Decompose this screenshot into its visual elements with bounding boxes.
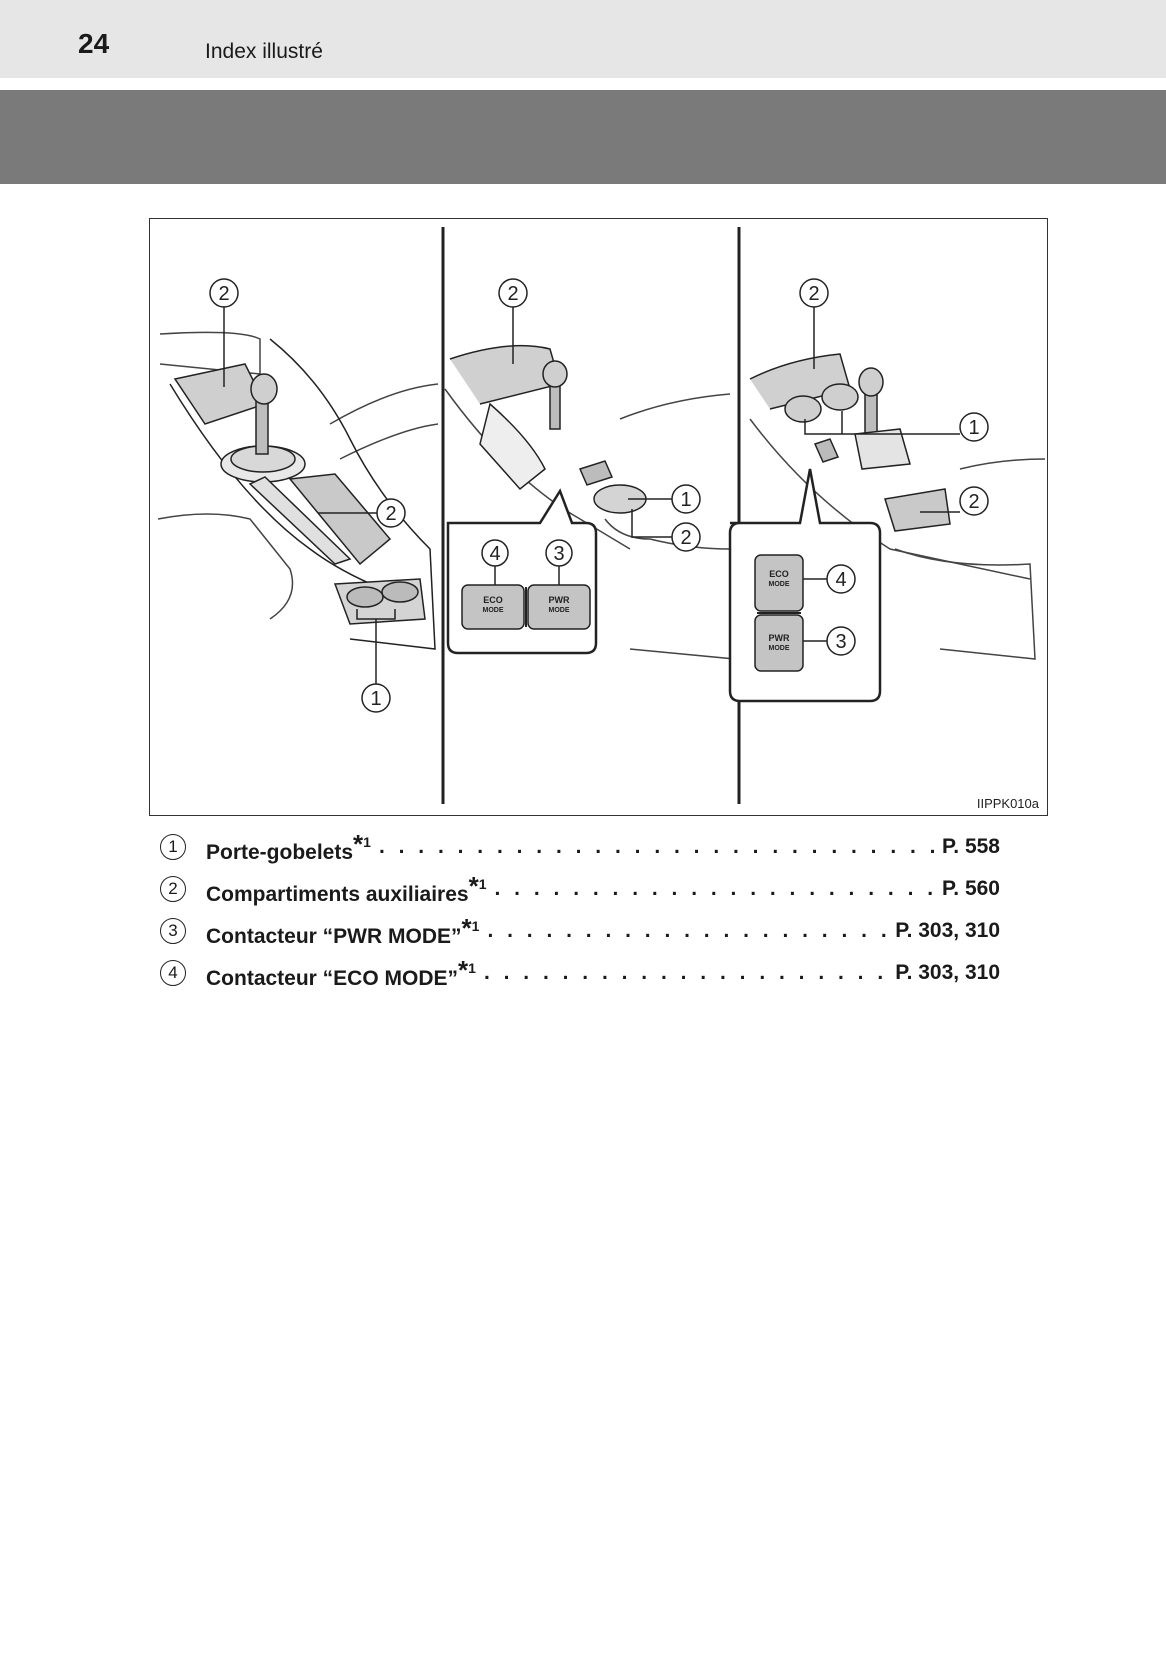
callout-circle [376,498,406,528]
callout-label: 2 [968,491,979,513]
callout-circle [545,539,573,567]
section-title: Index illustré [205,40,323,63]
legend-number: 2 [160,876,186,902]
footnote-star: * [353,829,364,859]
footnote-star: * [468,871,479,901]
leader-dots: . . . . . . . . . . . . . . . . . . . . … [378,835,934,858]
footnote-star: * [461,913,472,943]
callout-circle [498,278,528,308]
legend-label-text: Contacteur “PWR MODE” [206,925,462,948]
page-reference[interactable]: P. 303, 310 [895,961,1000,984]
footnote-number: 1 [471,918,480,934]
callout-label: 3 [835,631,846,653]
legend-label-text: Compartiments auxiliaires [206,883,469,906]
page-number: 24 [78,28,110,59]
console-drawing: 2 2 1 2 1 2 4 3 2 1 2 4 3 ECO MODE PWR M… [157,227,1046,804]
callout-circle [959,412,989,442]
leader-dots: . . . . . . . . . . . . . . . . . . . . … [494,877,934,900]
callout-circle [361,683,391,713]
callout-label: 1 [680,489,691,511]
legend-list: 1 Porte-gobelets*1 . . . . . . . . . . .… [160,826,1000,994]
callout-numbers: 2 2 1 2 1 2 4 3 2 1 2 4 3 [218,283,979,710]
panel-manual-switches [444,307,736,660]
callout-circle [959,486,989,516]
callout-circle [671,522,701,552]
pwr-switch-label: PWR [549,595,570,605]
callout-label: 2 [680,527,691,549]
callout-label: 2 [507,283,518,305]
callout-circle [826,564,856,594]
eco-switch-sublabel: MODE [483,607,504,614]
eco-switch-sublabel: MODE [769,581,790,588]
page-reference[interactable]: P. 560 [941,877,1000,900]
section-banner [0,90,1166,184]
header-band [0,0,1166,78]
console-illustration: 2 2 1 2 1 2 4 3 2 1 2 4 3 ECO MODE PWR M… [149,218,1048,816]
callout-label: 1 [370,688,381,710]
callout-label: 4 [489,543,500,565]
callout-label: 1 [968,417,979,439]
callout-circle [481,539,509,567]
callout-label: 4 [835,569,846,591]
legend-item-cup-holders: 1 Porte-gobelets*1 . . . . . . . . . . .… [160,826,1000,868]
callout-circle [671,484,701,514]
footnote-number: 1 [468,960,476,976]
callout-label: 2 [218,283,229,305]
figure-code: IIPPK010a [976,796,1039,811]
eco-switch-label: ECO [769,569,789,579]
legend-label: Contacteur “PWR MODE”*1 [206,913,479,949]
pwr-switch-label: PWR [769,633,790,643]
legend-item-eco-mode: 4 Contacteur “ECO MODE”*1 . . . . . . . … [160,952,1000,994]
switch-labels: ECO MODE PWR MODE ECO MODE PWR MODE [483,569,790,652]
legend-number: 4 [160,960,186,986]
panel-manual [157,307,439,684]
page-reference[interactable]: P. 558 [941,835,1000,858]
legend-number: 3 [160,918,186,944]
footnote-star: * [458,955,469,985]
legend-item-pwr-mode: 3 Contacteur “PWR MODE”*1 . . . . . . . … [160,910,1000,952]
pwr-switch-sublabel: MODE [769,645,790,652]
legend-number: 1 [160,834,186,860]
leader-dots: . . . . . . . . . . . . . . . . . . . . … [487,919,887,942]
legend-label: Contacteur “ECO MODE”*1 [206,955,476,991]
legend-label: Compartiments auxiliaires*1 [206,871,487,907]
leader-dots: . . . . . . . . . . . . . . . . . . . . … [483,961,888,984]
legend-label-text: Porte-gobelets [206,841,354,864]
callout-circle [826,626,856,656]
footnote-number: 1 [363,834,371,850]
legend-label: Porte-gobelets*1 [206,829,371,865]
callout-circle [209,278,239,308]
page-reference[interactable]: P. 303, 310 [895,919,1000,942]
callout-circle [799,278,829,308]
callout-label: 3 [553,543,564,565]
pwr-switch-sublabel: MODE [549,607,570,614]
callout-label: 2 [808,283,819,305]
footnote-number: 1 [478,876,487,892]
eco-switch-label: ECO [483,595,503,605]
callout-markers [209,278,989,713]
legend-item-aux-compartments: 2 Compartiments auxiliaires*1 . . . . . … [160,868,1000,910]
legend-label-text: Contacteur “ECO MODE” [206,967,459,990]
callout-label: 2 [385,503,396,525]
